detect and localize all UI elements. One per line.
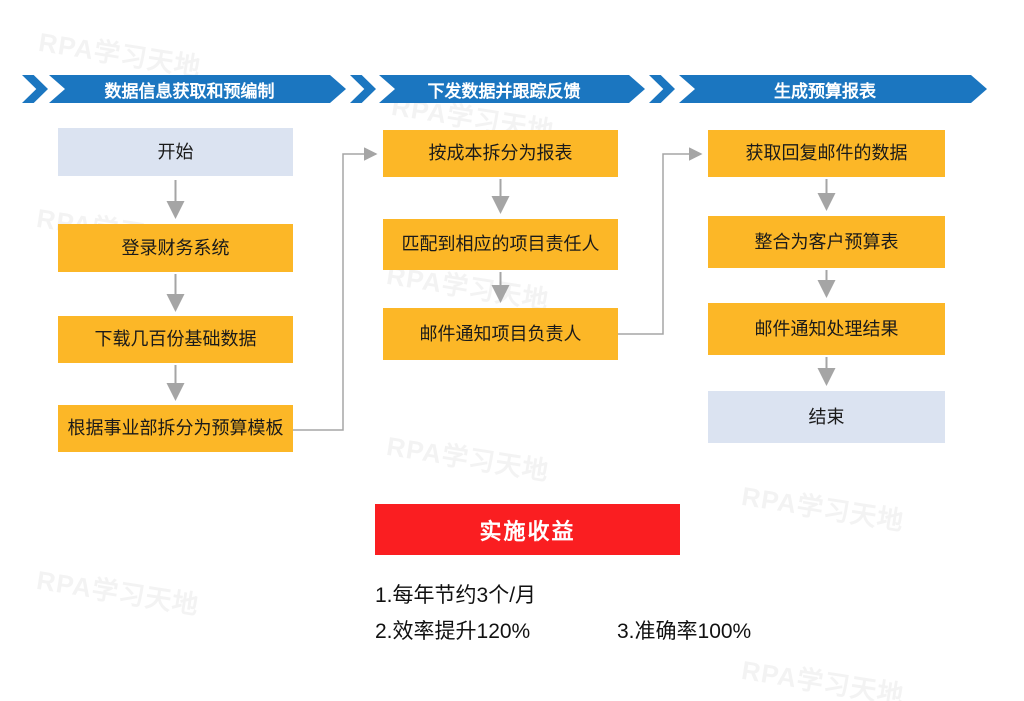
flow-step-start: 开始 <box>58 128 293 176</box>
flow-step-cost-report: 按成本拆分为报表 <box>383 130 618 177</box>
flow-step-match-owner: 匹配到相应的项目责任人 <box>383 219 618 270</box>
flow-step-split-template: 根据事业部拆分为预算模板 <box>58 405 293 452</box>
elbow-stage1-to-stage2 <box>293 147 378 431</box>
stage-banner-2: 下发数据并跟踪反馈 <box>379 75 645 103</box>
flow-step-mail-owner: 邮件通知项目负责人 <box>383 308 618 360</box>
flow-step-download-data: 下载几百份基础数据 <box>58 316 293 363</box>
benefit-item-3: 3.准确率100% <box>617 620 752 643</box>
benefit-item-2: 2.效率提升120% <box>375 620 531 643</box>
flow-step-mail-result: 邮件通知处理结果 <box>708 303 945 355</box>
elbow-stage2-to-stage3 <box>618 147 703 335</box>
flow-step-get-reply-data: 获取回复邮件的数据 <box>708 130 945 177</box>
flow-step-merge-budget: 整合为客户预算表 <box>708 216 945 268</box>
benefits-title: 实施收益 <box>375 504 680 555</box>
benefit-item-1: 1.每年节约3个/月 <box>375 584 537 607</box>
flow-step-login-finance: 登录财务系统 <box>58 224 293 272</box>
stage-banner-3: 生成预算报表 <box>679 75 987 103</box>
stage-banner-1: 数据信息获取和预编制 <box>49 75 346 103</box>
flow-step-end: 结束 <box>708 391 945 443</box>
